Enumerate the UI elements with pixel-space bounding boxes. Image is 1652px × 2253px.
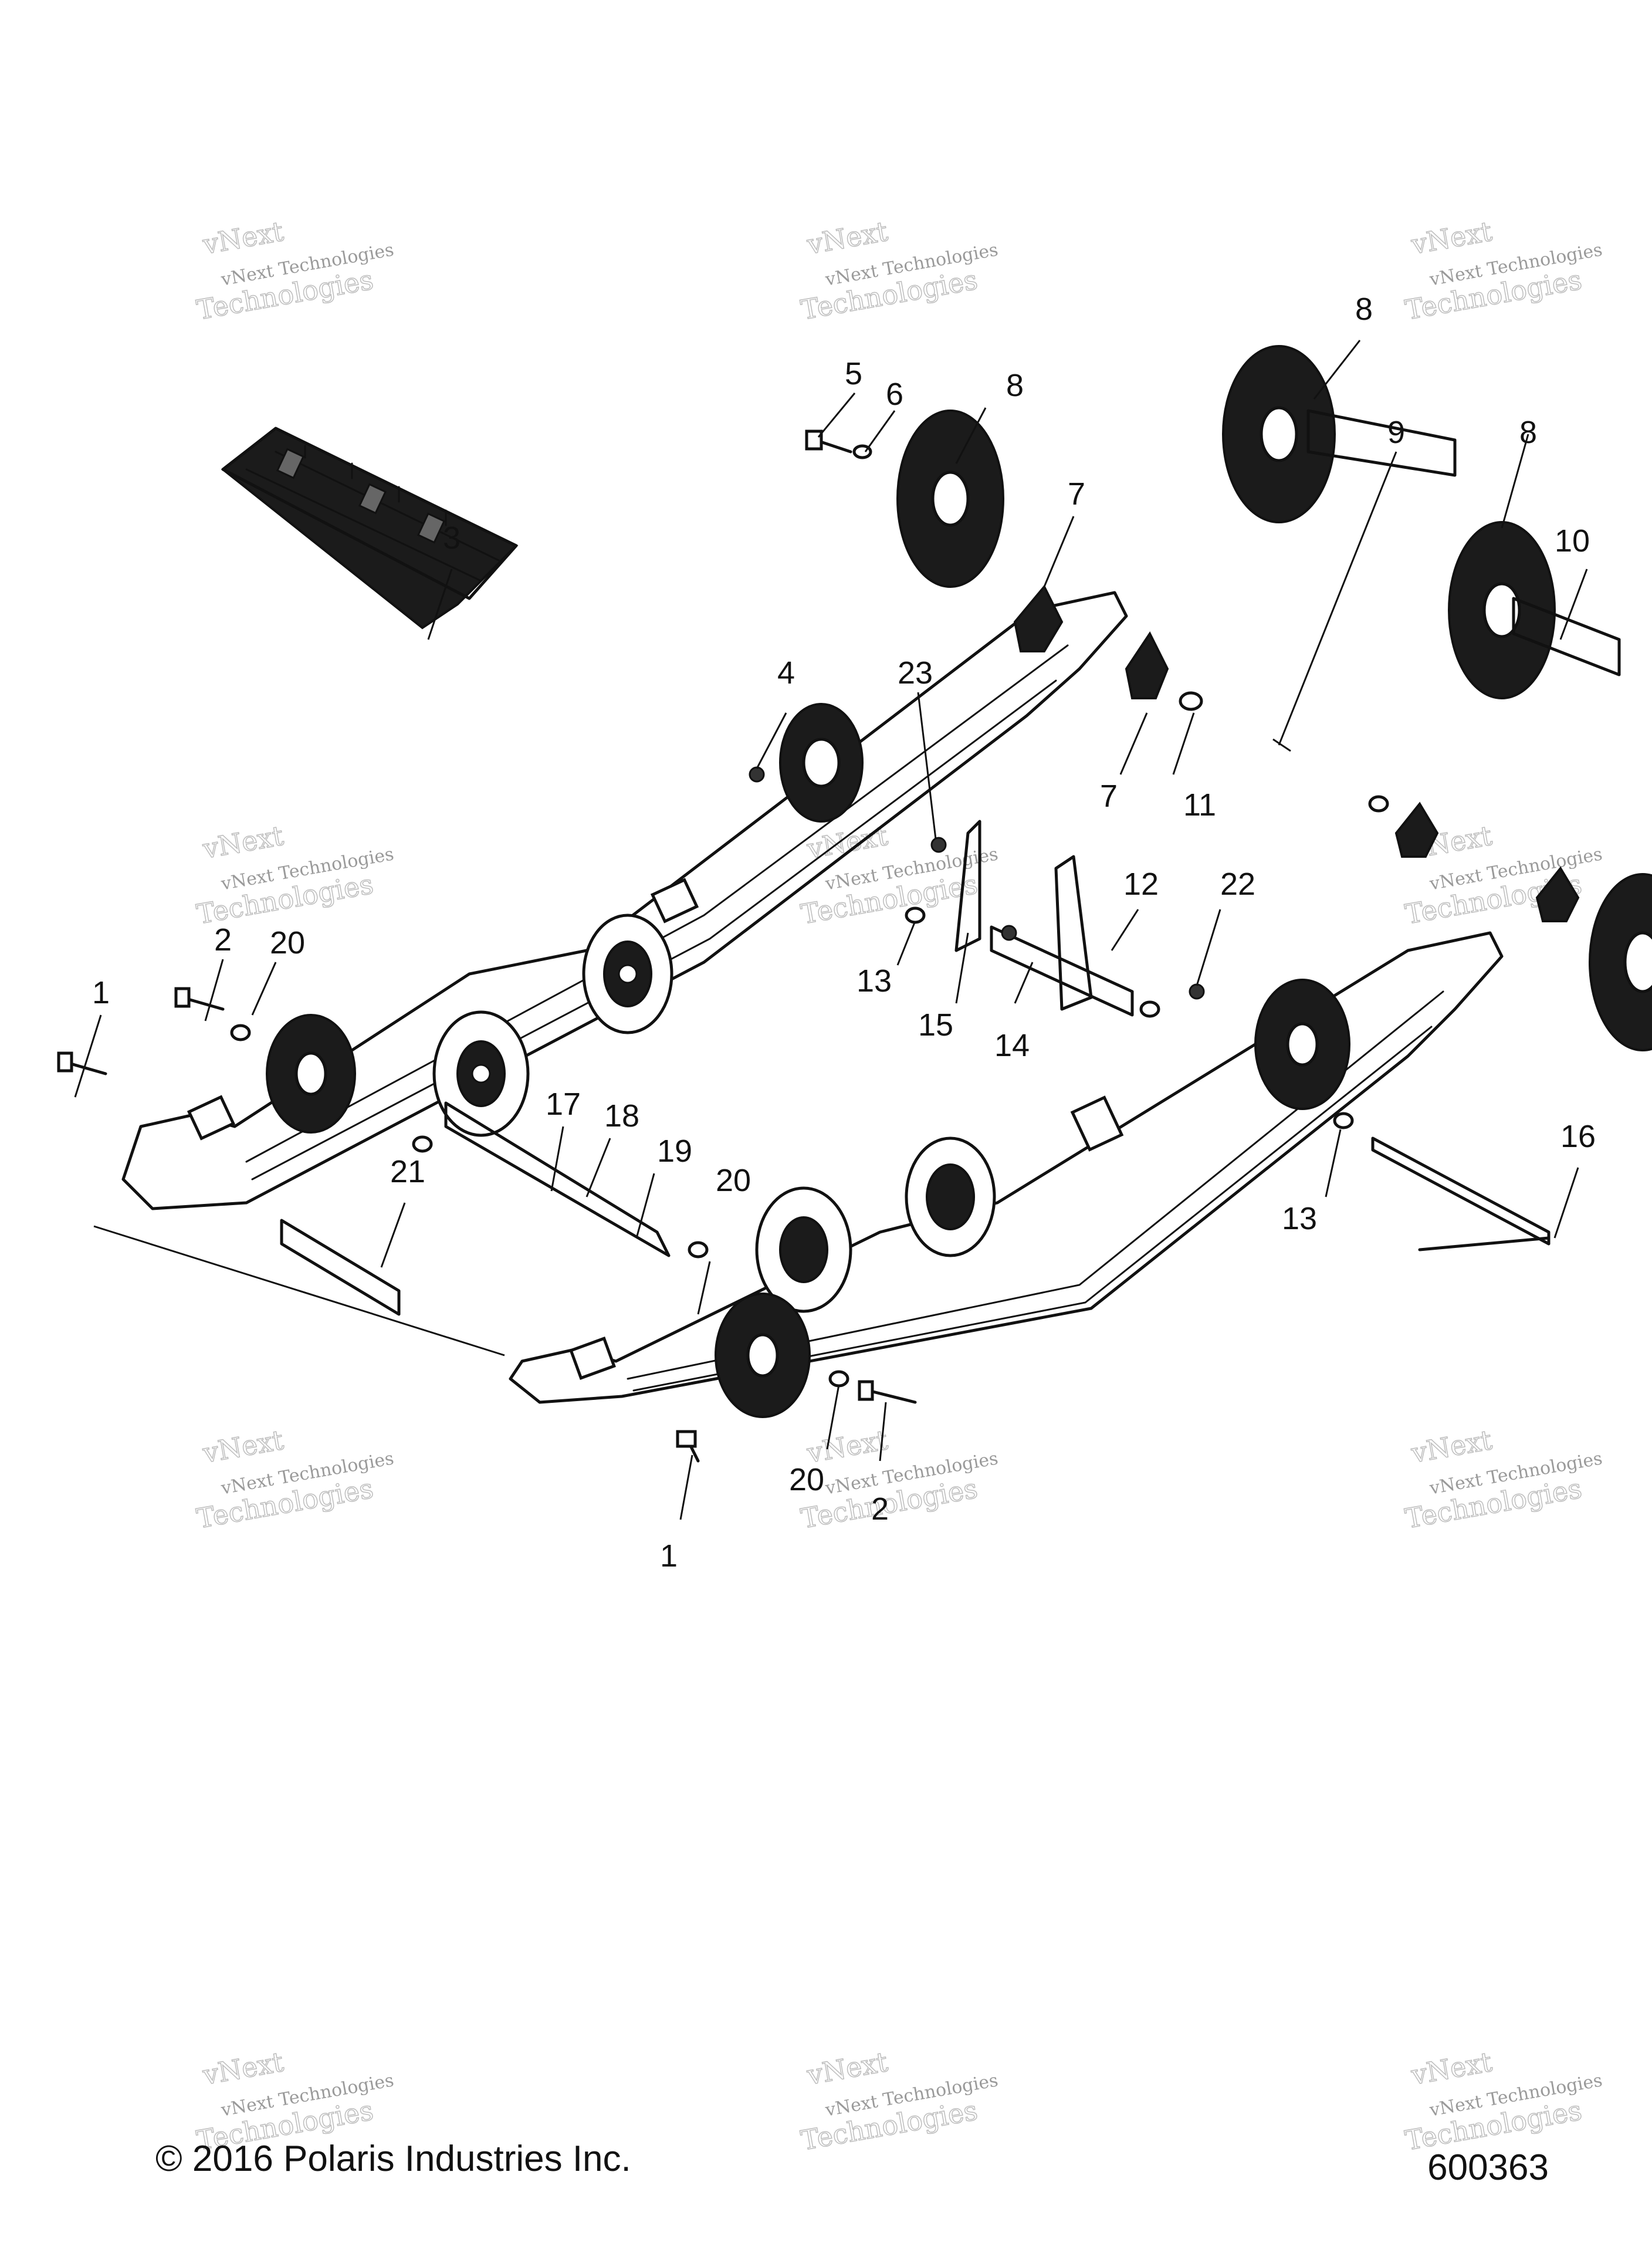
- callout-19: 19: [657, 1134, 692, 1169]
- watermark-tag: vNext: [200, 215, 286, 261]
- callout-23: 23: [898, 655, 933, 691]
- upper-rail-wheel-rear: [779, 703, 864, 823]
- callout-15: 15: [918, 1007, 953, 1043]
- lower-rail-assembly: [509, 795, 1652, 1418]
- lower-rail-wheel-front: [715, 1293, 811, 1418]
- callout-16: 16: [1560, 1119, 1596, 1154]
- callout-1-lower: 1: [660, 1538, 678, 1574]
- watermark-br: vNext vNext Technologies Technologies: [1402, 2045, 1604, 2157]
- lower-rail-wheel-rear: [1254, 979, 1350, 1110]
- callout-8-top: 8: [1355, 292, 1373, 327]
- watermark-tag: vNext: [1409, 1424, 1495, 1469]
- callout-2-lower: 2: [871, 1491, 889, 1527]
- watermark-tag: vNext: [200, 820, 286, 865]
- copyright-text: © 2016 Polaris Industries Inc.: [155, 2139, 631, 2179]
- callout-12: 12: [1123, 867, 1159, 902]
- watermark-tag: vNext: [804, 215, 891, 261]
- rear-axle-assembly: [805, 345, 1621, 711]
- callout-21: 21: [390, 1154, 425, 1189]
- part-3-track-clip-block: [221, 427, 519, 630]
- watermark-tag: vNext: [200, 2046, 286, 2091]
- watermark-lr: vNext vNext Technologies Technologies: [1402, 1423, 1604, 1535]
- lower-rail-wheel-mid-1: [905, 1136, 996, 1257]
- watermark-tc: vNext vNext Technologies Technologies: [798, 215, 1000, 326]
- upper-rail-wheel-spoked: [266, 1014, 356, 1134]
- watermark-lc: vNext vNext Technologies Technologies: [798, 1423, 1000, 1535]
- watermark-bl: vNext vNext Technologies Technologies: [194, 2045, 395, 2157]
- callout-7-upper: 7: [1068, 476, 1085, 512]
- upper-rail-wheel-mid: [582, 914, 673, 1034]
- callout-14: 14: [994, 1028, 1030, 1063]
- callout-5: 5: [845, 356, 862, 391]
- figure-number: 600363: [1427, 2147, 1549, 2188]
- callout-22: 22: [1220, 867, 1255, 902]
- callout-4: 4: [777, 655, 795, 691]
- callout-17: 17: [546, 1087, 581, 1122]
- lower-rail-wheel-mid-2: [755, 1186, 852, 1313]
- callout-8-center: 8: [1006, 368, 1024, 403]
- watermark-ml: vNext vNext Technologies Technologies: [194, 819, 395, 931]
- callout-1-upper: 1: [92, 975, 110, 1010]
- callout-labels: 1 1 2 2 3 4 5 6 7 7 8 8 8 9 10 11 12 13 …: [92, 292, 1596, 1574]
- upper-rail-assembly: [121, 591, 1128, 1210]
- watermark-ll: vNext vNext Technologies Technologies: [194, 1423, 395, 1535]
- callout-3: 3: [443, 520, 461, 556]
- watermark-tl: vNext vNext Technologies Technologies: [194, 215, 395, 326]
- watermark-tag: vNext: [1409, 215, 1495, 261]
- callout-10: 10: [1555, 523, 1590, 559]
- callout-20-lower: 20: [789, 1462, 824, 1497]
- callout-13-upper: 13: [857, 963, 892, 999]
- callout-6: 6: [886, 377, 903, 412]
- callout-8-right: 8: [1519, 415, 1537, 450]
- watermark-bc: vNext vNext Technologies Technologies: [798, 2045, 1000, 2157]
- callout-9: 9: [1387, 415, 1405, 450]
- callout-11: 11: [1183, 787, 1216, 823]
- lower-rail-wheel-far-rear: [1589, 873, 1652, 1051]
- watermark-tag: vNext: [804, 2046, 891, 2091]
- leader-lines: [74, 340, 1588, 1520]
- callout-20-mid: 20: [716, 1163, 751, 1198]
- watermark-tr: vNext vNext Technologies Technologies: [1402, 215, 1604, 326]
- callout-20-upper: 20: [270, 925, 305, 960]
- callout-7-lower: 7: [1100, 779, 1118, 814]
- callout-18: 18: [604, 1098, 639, 1134]
- watermark-tag: vNext: [200, 1424, 286, 1469]
- upper-rail-wheel-front: [432, 1010, 530, 1137]
- callout-13-lower: 13: [1282, 1201, 1317, 1236]
- watermark-tag: vNext: [1409, 2046, 1495, 2091]
- callout-2-upper: 2: [214, 922, 232, 958]
- cross-shafts: [57, 766, 1551, 1463]
